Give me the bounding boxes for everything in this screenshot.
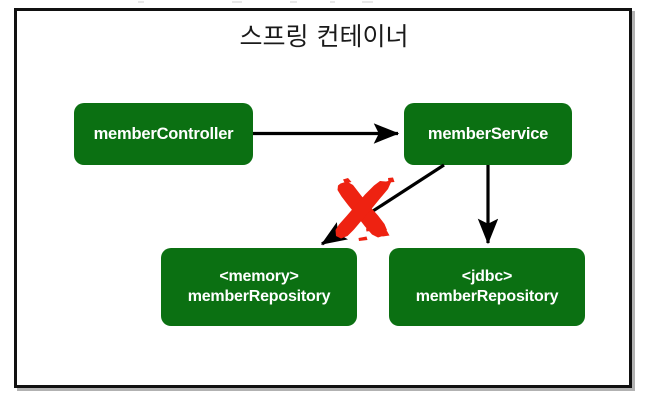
container-title: 스프링 컨테이너 bbox=[239, 22, 409, 51]
bean-label-line1: memberController bbox=[93, 124, 234, 143]
bean-member-service[interactable]: memberService bbox=[404, 103, 572, 165]
bean-label-line2: memberRepository bbox=[187, 288, 331, 305]
bean-label-line1: memberService bbox=[427, 124, 549, 143]
cancel-x-marker[interactable] bbox=[330, 180, 392, 242]
bean-member-controller[interactable]: memberController bbox=[74, 103, 253, 165]
bean-jdbc-member-repository[interactable]: <jdbc> memberRepository bbox=[389, 248, 585, 326]
bean-memory-member-repository[interactable]: <memory> memberRepository bbox=[161, 248, 357, 326]
top-edge-artifact bbox=[0, 0, 648, 5]
spring-container-frame bbox=[14, 8, 632, 388]
bean-label-line1: <jdbc> bbox=[461, 268, 513, 286]
bean-label-line2: memberRepository bbox=[415, 288, 559, 305]
bean-label-line1: <memory> bbox=[219, 268, 299, 286]
